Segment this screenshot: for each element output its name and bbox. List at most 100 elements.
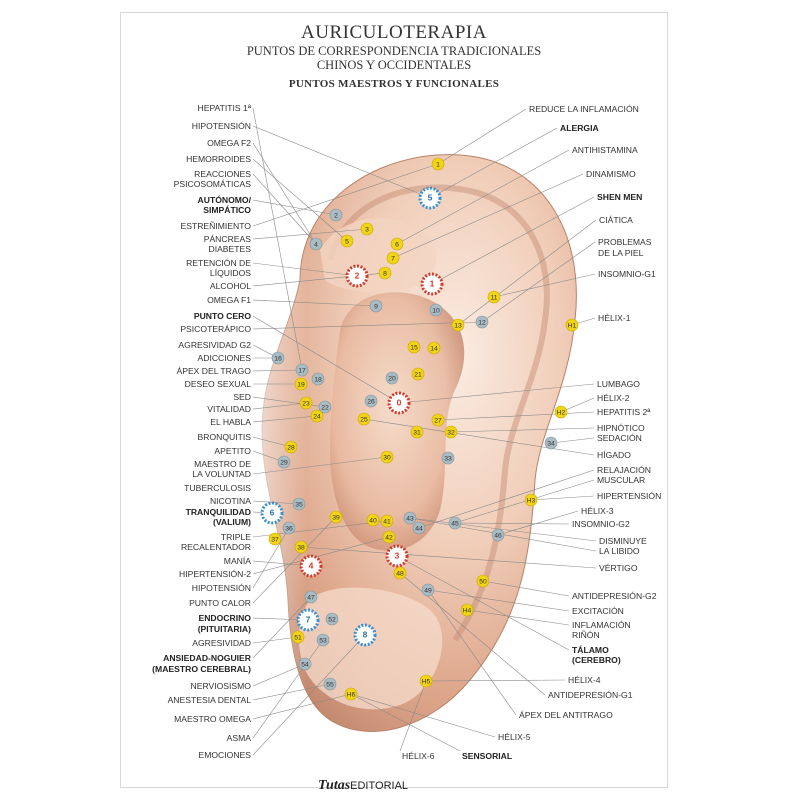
point-number: 7 <box>391 256 395 263</box>
left-label: PÁNCREAS <box>203 234 251 244</box>
left-label: HEPATITIS 1ª <box>197 103 251 113</box>
publisher-logo: TutasEDITORIAL <box>318 778 408 794</box>
point-dot <box>340 234 354 248</box>
leader-line <box>252 262 358 277</box>
point-yellow-28: 28 <box>284 440 298 454</box>
point-yellow-30: 30 <box>380 450 394 464</box>
bottom-label: SENSORIAL <box>462 751 513 761</box>
left-label: AGRESIVIDAD <box>192 638 251 648</box>
right-label: RELAJACIÓN <box>597 465 651 475</box>
right-label: RIÑÓN <box>572 630 600 640</box>
point-number: 4 <box>309 561 314 571</box>
point-dot <box>329 208 343 222</box>
publisher-brand: Tutas <box>318 778 351 793</box>
point-yellow-7: 7 <box>386 251 400 265</box>
point-gray-29: 29 <box>277 455 291 469</box>
point-dot <box>448 516 462 530</box>
leader-line <box>252 663 306 687</box>
point-gray-47: 47 <box>304 590 318 604</box>
left-label: ENDOCRINO <box>198 613 251 623</box>
point-dot <box>412 521 426 535</box>
point-dot <box>390 237 404 251</box>
point-number: 40 <box>369 518 377 525</box>
point-gray-34: 34 <box>544 436 558 450</box>
point-dot <box>380 450 394 464</box>
leader-line <box>252 456 388 475</box>
point-red-1: 1 <box>420 272 444 296</box>
left-label: ÁPEX DEL TRAGO <box>176 366 251 376</box>
point-number: 55 <box>326 682 334 689</box>
point-number: 11 <box>490 295 497 302</box>
point-dot <box>410 425 424 439</box>
left-label: PUNTO CALOR <box>189 598 251 608</box>
right-label: HÉLIX-4 <box>568 675 601 685</box>
leader-line <box>252 596 312 659</box>
right-label: HÉLIX-3 <box>581 506 614 516</box>
left-label: OMEGA F1 <box>207 295 251 305</box>
bottom-label: HÉLIX-6 <box>402 751 435 761</box>
leader-line <box>252 634 366 756</box>
leader-line <box>252 299 377 307</box>
point-dot <box>299 396 313 410</box>
left-label: DIABETES <box>208 244 251 254</box>
point-gray-35: 35 <box>292 497 306 511</box>
point-number: 16 <box>274 356 282 363</box>
point-number: 46 <box>494 533 502 540</box>
right-label: TÁLAMO <box>572 645 609 655</box>
point-yellow-24: 24 <box>310 409 324 423</box>
point-dot <box>382 530 396 544</box>
point-blue-6: 6 <box>260 501 284 525</box>
point-number: H4 <box>463 608 472 615</box>
right-label: MUSCULAR <box>597 475 646 485</box>
leader-line <box>425 679 566 682</box>
point-dot <box>378 266 392 280</box>
point-dot <box>411 367 425 381</box>
point-red-3: 3 <box>385 544 409 568</box>
leader-line <box>252 142 317 245</box>
point-dot <box>429 303 443 317</box>
point-yellow-11: 11 <box>487 290 501 304</box>
leader-line <box>252 173 317 245</box>
point-number: 21 <box>414 372 422 379</box>
right-label: PROBLEMAS <box>598 237 652 247</box>
left-label: TRIPLE <box>220 532 251 542</box>
leader-line <box>427 589 570 612</box>
leader-line <box>252 396 326 408</box>
leader-line <box>497 510 579 536</box>
left-label: ESTREÑIMIENTO <box>180 221 251 231</box>
point-yellow-31: 31 <box>410 425 424 439</box>
right-label: HÉLIX-5 <box>498 732 531 742</box>
point-number: 36 <box>285 526 293 533</box>
point-yellow-41: 41 <box>380 514 394 528</box>
left-label: EMOCIONES <box>198 750 251 760</box>
right-label: HÉLIX-2 <box>597 393 630 403</box>
point-dot <box>323 677 337 691</box>
right-label: VÉRTIGO <box>599 563 638 573</box>
leader-line <box>252 369 303 372</box>
point-number: 14 <box>430 346 438 353</box>
master-point-core <box>304 559 318 573</box>
master-point-core <box>265 506 279 520</box>
left-label: (PITUITARIA) <box>197 624 251 634</box>
left-label: RETENCIÓN DE <box>186 258 251 268</box>
left-label: ADICCIONES <box>197 353 251 363</box>
master-point-core <box>390 549 404 563</box>
point-number: 3 <box>365 227 369 234</box>
point-number: 3 <box>395 551 400 561</box>
point-number: 35 <box>295 502 303 509</box>
point-gray-43: 43 <box>403 511 417 525</box>
point-number: 39 <box>332 515 340 522</box>
point-dot <box>385 371 399 385</box>
point-dot <box>357 412 371 426</box>
leader-line <box>457 219 597 326</box>
point-dot <box>309 237 323 251</box>
left-label: NICOTINA <box>209 496 251 506</box>
point-number: 27 <box>434 418 442 425</box>
point-yellow-38: 38 <box>294 540 308 554</box>
left-label: ALCOHOL <box>209 281 251 291</box>
point-dot <box>403 511 417 525</box>
left-label: MAESTRO OMEGA <box>174 714 251 724</box>
point-gray-33: 33 <box>441 451 455 465</box>
leader-line <box>252 107 303 371</box>
